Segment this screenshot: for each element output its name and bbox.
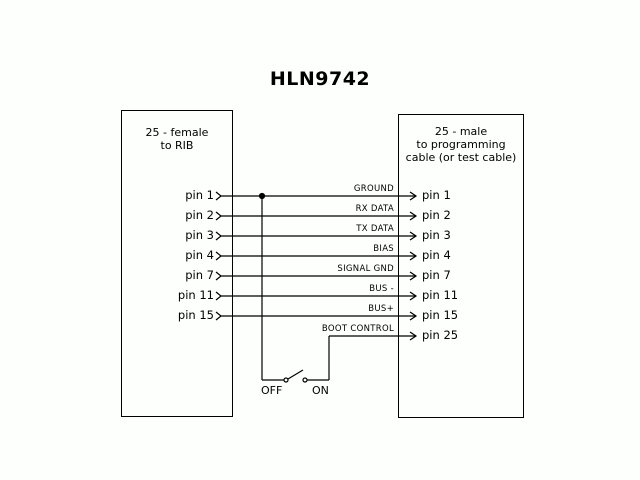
- left-pin-chevron-icon: [215, 311, 222, 321]
- switch-contact: [283, 377, 289, 383]
- left-connector-label: 25 - female to RIB: [121, 126, 233, 152]
- right-connector-label: 25 - male to programming cable (or test …: [398, 125, 524, 164]
- left-pin-label: pin 1: [185, 188, 214, 202]
- left-pin-label: pin 2: [185, 208, 214, 222]
- switch-lever: [287, 369, 304, 380]
- right-pin-arrow-icon: [409, 311, 418, 321]
- signal-label: BIAS: [373, 244, 394, 254]
- left-pin-label: pin 11: [177, 288, 214, 302]
- right-pin-label: pin 3: [422, 228, 451, 242]
- right-connector-target-alt: cable (or test cable): [405, 151, 517, 164]
- right-connector-target: to programming: [416, 138, 506, 151]
- signal-label: BOOT CONTROL: [321, 324, 394, 334]
- right-pin-label: pin 2: [422, 208, 451, 222]
- signal-label: GROUND: [353, 184, 394, 194]
- right-pin-arrow-icon: [409, 191, 418, 201]
- right-pin-label: pin 7: [422, 268, 451, 282]
- switch-contact: [302, 377, 308, 383]
- switch-off-label: OFF: [261, 384, 283, 397]
- signal-label: TX DATA: [356, 224, 394, 234]
- junction-dot: [258, 192, 266, 200]
- signal-label: BUS -: [369, 284, 394, 294]
- right-pin-label: pin 11: [422, 288, 459, 302]
- right-pin-arrow-icon: [409, 251, 418, 261]
- right-connector-type: 25 - male: [434, 125, 488, 138]
- left-connector-box: [121, 110, 233, 417]
- left-pin-label: pin 4: [185, 248, 214, 262]
- left-pin-label: pin 15: [177, 308, 214, 322]
- signal-label: RX DATA: [355, 204, 394, 214]
- right-pin-label: pin 25: [422, 328, 459, 342]
- left-pin-chevron-icon: [215, 211, 222, 221]
- left-pin-chevron-icon: [215, 291, 222, 301]
- left-pin-chevron-icon: [215, 251, 222, 261]
- left-pin-chevron-icon: [215, 271, 222, 281]
- right-pin-arrow-icon: [409, 211, 418, 221]
- right-pin-label: pin 4: [422, 248, 451, 262]
- left-connector-type: 25 - female: [145, 126, 209, 139]
- left-pin-chevron-icon: [215, 231, 222, 241]
- signal-label: SIGNAL GND: [337, 264, 394, 274]
- left-pin-label: pin 3: [185, 228, 214, 242]
- right-connector-box: [398, 114, 524, 418]
- right-pin-label: pin 1: [422, 188, 451, 202]
- left-pin-label: pin 7: [185, 268, 214, 282]
- diagram-title: HLN9742: [269, 68, 371, 90]
- right-pin-arrow-icon: [409, 291, 418, 301]
- signal-label: BUS+: [368, 304, 394, 314]
- right-pin-arrow-icon: [409, 331, 418, 341]
- switch-on-label: ON: [312, 384, 329, 397]
- right-pin-arrow-icon: [409, 271, 418, 281]
- right-pin-arrow-icon: [409, 231, 418, 241]
- right-pin-label: pin 15: [422, 308, 459, 322]
- left-pin-chevron-icon: [215, 191, 222, 201]
- left-connector-target: to RIB: [160, 139, 194, 152]
